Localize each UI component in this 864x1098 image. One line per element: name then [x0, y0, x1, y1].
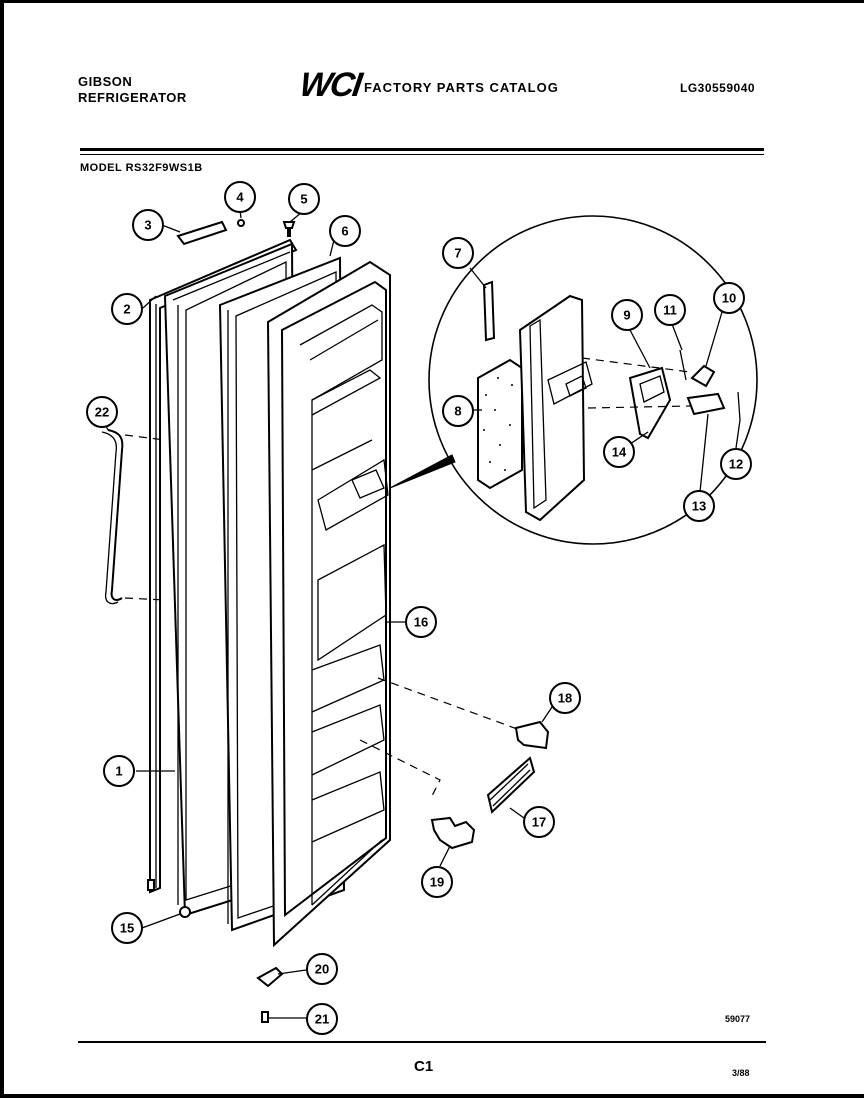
callout-label: 9: [623, 308, 630, 323]
callout-19: 19: [421, 866, 453, 898]
callout-label: 22: [95, 405, 109, 420]
callout-label: 11: [663, 303, 677, 318]
model-number: MODEL RS32F9WS1B: [80, 162, 203, 174]
shelf-bracket-19: [430, 816, 476, 850]
callout-label: 3: [144, 218, 151, 233]
callout-5: 5: [288, 183, 320, 215]
page-number: C1: [414, 1058, 434, 1075]
drawing-code: 59077: [725, 1014, 751, 1024]
callout-11: 11: [654, 294, 686, 326]
shelf-bracket-18: [514, 720, 550, 750]
callout-16: 16: [405, 606, 437, 638]
screw-part-21: [261, 1011, 269, 1023]
callout-label: 1: [115, 764, 122, 779]
callout-4: 4: [224, 181, 256, 213]
callout-1: 1: [103, 755, 135, 787]
callout-15: 15: [111, 912, 143, 944]
callout-label: 18: [558, 691, 572, 706]
callout-label: 5: [300, 192, 307, 207]
callout-label: 4: [236, 190, 244, 205]
callout-label: 8: [454, 404, 461, 419]
brand-block: GIBSON REFRIGERATOR: [78, 74, 187, 106]
callout-label: 15: [120, 921, 134, 936]
callout-label: 7: [454, 246, 461, 261]
shelf-bin: [486, 756, 536, 814]
brand-name: GIBSON: [78, 74, 133, 89]
callout-label: 6: [341, 224, 348, 239]
callout-label: 14: [612, 445, 627, 460]
page-border-top: [0, 0, 864, 3]
header-rule-thin: [80, 154, 764, 155]
footer-rule: [78, 1041, 766, 1043]
callout-10: 10: [713, 282, 745, 314]
bottom-hinge: [256, 966, 284, 988]
callout-20: 20: [306, 953, 338, 985]
revision-date: 3/88: [732, 1068, 750, 1078]
callout-label: 2: [123, 302, 130, 317]
callout-label: 21: [315, 1012, 329, 1027]
callout-2: 2: [111, 293, 143, 325]
header-rule: [80, 148, 764, 151]
callout-3: 3: [132, 209, 164, 241]
page-border-bottom: [0, 1094, 864, 1098]
callout-8: 8: [442, 395, 474, 427]
callout-label: 13: [692, 499, 706, 514]
callout-label: 20: [315, 962, 329, 977]
door-handle: [101, 429, 166, 605]
dispenser-detail-view: [389, 215, 758, 545]
screw-part-5: [282, 221, 296, 237]
screw-part-4: [237, 219, 245, 227]
catalog-title: FACTORY PARTS CATALOG: [364, 80, 559, 95]
assembly-line-18: [377, 677, 521, 731]
callout-14: 14: [603, 436, 635, 468]
callout-9: 9: [611, 299, 643, 331]
callout-13: 13: [683, 490, 715, 522]
callout-22: 22: [86, 396, 118, 428]
callout-label: 19: [430, 875, 444, 890]
callout-12: 12: [720, 448, 752, 480]
callout-18: 18: [549, 682, 581, 714]
callout-leaders: [103, 209, 741, 1019]
callout-label: 10: [722, 291, 736, 306]
callout-label: 16: [414, 615, 428, 630]
callout-7: 7: [442, 237, 474, 269]
callout-17: 17: [523, 806, 555, 838]
page-border-left: [0, 0, 4, 1098]
callout-label: 12: [729, 457, 743, 472]
top-hinge-cover: [176, 220, 228, 246]
callout-label: 17: [532, 815, 546, 830]
callout-6: 6: [329, 215, 361, 247]
assembly-line-19: [359, 739, 441, 801]
callout-21: 21: [306, 1003, 338, 1035]
hinge-pin-strip: [147, 879, 191, 918]
door-liner: [266, 260, 391, 948]
product-type: REFRIGERATOR: [78, 90, 187, 105]
catalog-code: LG30559040: [680, 81, 756, 95]
